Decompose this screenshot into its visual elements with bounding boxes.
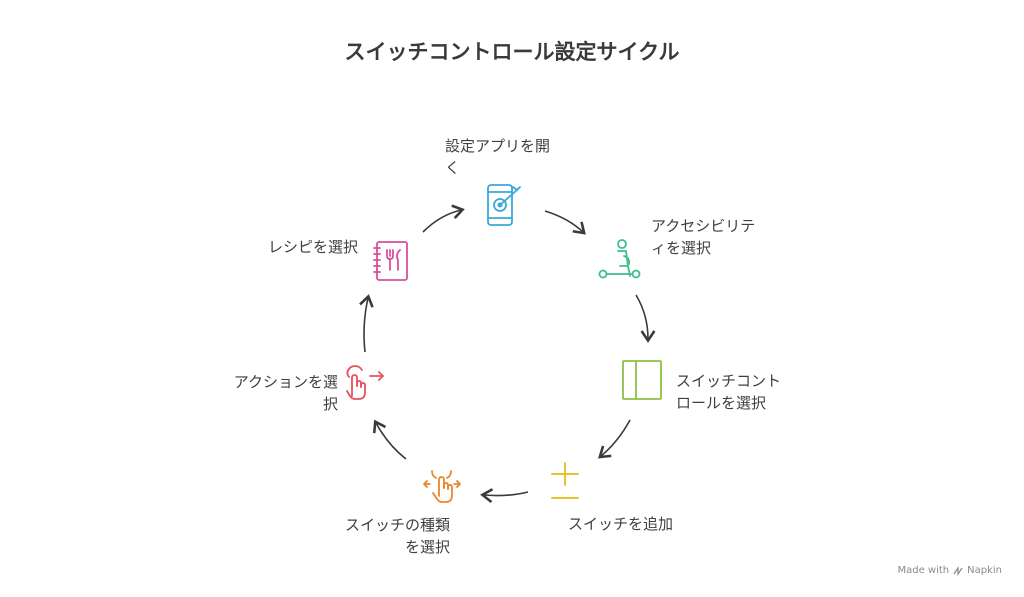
- arrow-step4-to-step5: [480, 488, 529, 504]
- page-title: スイッチコントロール設定サイクル: [344, 40, 680, 64]
- arrow-step2-to-step3: [635, 294, 656, 343]
- split-panel-icon: [622, 360, 662, 400]
- smartphone-target-icon: [487, 184, 521, 226]
- arrow-step5-to-step6: [372, 419, 407, 460]
- step-select-switch-type-line1: スイッチの種類: [344, 516, 450, 534]
- step-select-recipe: レシピを選択: [228, 236, 358, 258]
- arrow-step1-to-step2: [544, 210, 586, 235]
- step-select-accessibility-line2: ィを選択: [651, 239, 712, 257]
- step-select-action: アクションを選 択: [198, 371, 338, 415]
- step-open-settings: 設定アプリを開 く: [445, 135, 575, 179]
- napkin-logo-icon: [953, 565, 963, 576]
- recipe-book-icon: [373, 241, 408, 281]
- step-select-action-line2: 択: [322, 395, 338, 413]
- step-select-switch-type-line2: を選択: [404, 538, 450, 556]
- accessibility-person-icon: [598, 239, 641, 279]
- step-select-switch-type: スイッチの種類 を選択: [328, 514, 450, 558]
- arrow-step7-to-step1: [422, 204, 465, 233]
- step-add-switch-line1: スイッチを追加: [568, 515, 674, 533]
- step-add-switch: スイッチを追加: [568, 513, 708, 535]
- step-select-recipe-line1: レシピを選択: [267, 238, 358, 256]
- credit-text: Made with: [897, 565, 950, 576]
- step-select-accessibility: アクセシビリテ ィを選択: [651, 215, 791, 259]
- napkin-credit: Made with Napkin: [897, 565, 1002, 576]
- step-select-accessibility-line1: アクセシビリテ: [651, 217, 756, 235]
- credit-brand: Napkin: [967, 565, 1002, 576]
- tap-hand-icon: [423, 470, 461, 503]
- step-select-switch-control-line1: スイッチコント: [676, 372, 782, 390]
- plus-minus-icon: [551, 462, 579, 499]
- step-select-action-line1: アクションを選: [233, 373, 338, 391]
- step-select-switch-control: スイッチコント ロールを選択: [676, 370, 816, 414]
- hand-pointer-arrow-icon: [346, 365, 384, 400]
- arrow-step6-to-step7: [359, 294, 374, 353]
- step-open-settings-line1: 設定アプリを開: [445, 137, 551, 155]
- arrow-step3-to-step4: [597, 419, 631, 459]
- step-open-settings-line2: く: [445, 159, 461, 177]
- step-select-switch-control-line2: ロールを選択: [676, 394, 767, 412]
